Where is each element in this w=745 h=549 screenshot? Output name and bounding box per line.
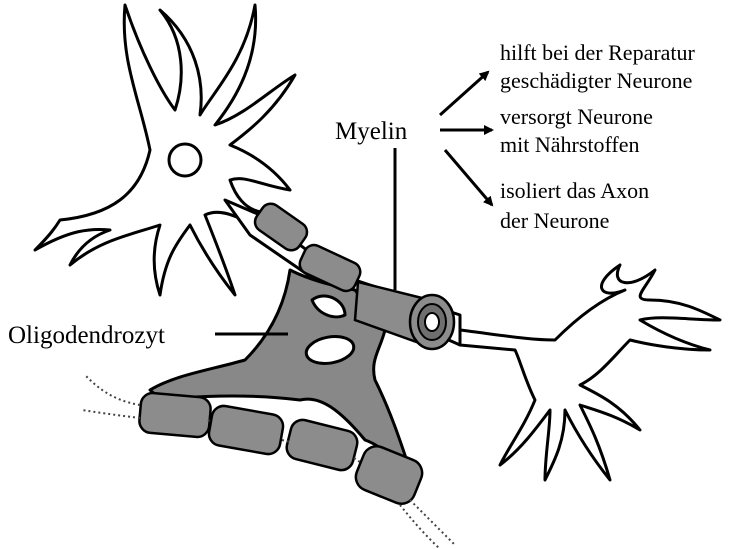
myelin-sheath-lower [138,391,424,505]
function-3-line-2: der Neurone [500,208,609,233]
arrow-to-function-1 [438,70,490,117]
function-3-line-1: isoliert das Axon [500,178,649,203]
myelin-wrap-cross-section [353,280,456,351]
function-1-line-1: hilft bei der Reparatur [500,40,696,65]
neuron-cell-body [33,3,297,297]
neuron-dendrites-right [458,263,722,482]
arrow-to-function-3 [443,149,494,207]
myelin-label: Myelin [335,118,408,145]
oligodendrocyte-label: Oligodendrozyt [8,322,165,349]
function-1-line-2: geschädigter Neurone [500,68,692,93]
oligodendrocyte-body [148,268,412,472]
function-2-line-2: mit Nährstoffen [500,132,640,157]
axon-dotted-continuations [81,374,456,549]
function-2-line-1: versorgt Neurone [500,104,653,129]
